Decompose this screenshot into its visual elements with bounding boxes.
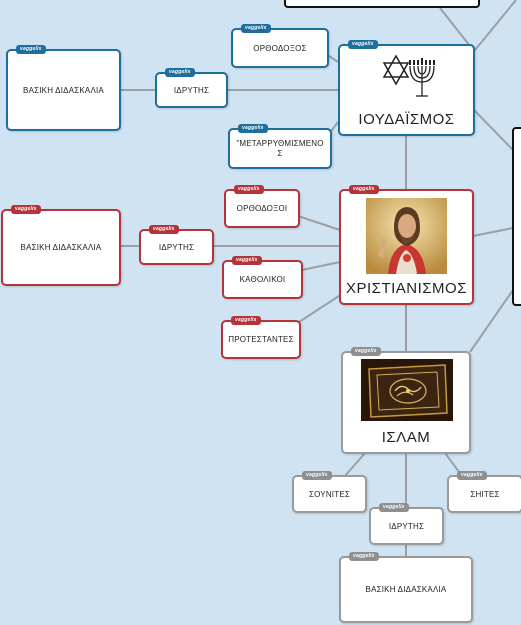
node-label: ΒΑΣΙΚΗ ΔΙΔΑΣΚΑΛΙΑ <box>23 85 104 95</box>
node-label: ΚΑΘΟΛΙΚΟΙ <box>239 275 286 284</box>
author-tag: vaggelis <box>241 24 271 33</box>
node-label: ΟΡΘΟΔΟΞΟΙ <box>236 204 288 213</box>
author-tag: vaggelis <box>232 256 262 265</box>
node-label: ΙΔΡΥΤΗΣ <box>158 242 195 252</box>
link-christianity-catholic <box>301 261 341 271</box>
link-islam-sunni <box>344 452 366 477</box>
author-tag: vaggelis <box>379 503 409 512</box>
node-title: ΙΣΛΑΜ <box>381 429 431 446</box>
author-tag: vaggelis <box>349 185 379 194</box>
christianity-orthodox-node[interactable]: vaggelis ΟΡΘΟΔΟΞΟΙ <box>224 185 300 228</box>
author-tag: vaggelis <box>16 45 46 54</box>
author-tag: vaggelis <box>302 471 332 480</box>
node-label: ΙΔΡΥΤΗΣ <box>388 521 425 531</box>
node-label: ΣΟΥΝΙΤΕΣ <box>308 489 350 499</box>
node-title: ΧΡΙΣΤΙΑΝΙΣΜΟΣ <box>346 280 467 297</box>
node-title: ΙΟΥΔΑΪΣΜΟΣ <box>358 111 455 128</box>
author-tag: vaggelis <box>238 124 268 133</box>
christianity-catholic-node[interactable]: vaggelis ΚΑΘΟΛΙΚΟΙ <box>222 256 303 299</box>
link-central-judaism <box>473 109 514 151</box>
central-topic-box-top[interactable] <box>284 0 480 8</box>
link-top-judaism <box>439 7 471 47</box>
judaism-basic-teaching-node[interactable]: vaggelis ΒΑΣΙΚΗ ΔΙΔΑΣΚΑΛΙΑ <box>6 45 121 131</box>
node-label: ΣΗΙΤΕΣ <box>470 489 500 499</box>
node-label: ΒΑΣΙΚΗ ΔΙΔΑΣΚΑΛΙΑ <box>20 243 102 252</box>
islam-founder-node[interactable]: vaggelis ΙΔΡΥΤΗΣ <box>369 503 444 545</box>
node-label: ΒΑΣΙΚΗ ΔΙΔΑΣΚΑΛΙΑ <box>365 585 447 594</box>
star-of-david-menorah-icon <box>382 54 435 97</box>
judaism-main-node[interactable]: vaggelis ΙΟΥΔΑΪΣΜΟΣ <box>338 40 475 136</box>
christianity-basic-teaching-node[interactable]: vaggelis ΒΑΣΙΚΗ ΔΙΔΑΣΚΑΛΙΑ <box>1 205 121 286</box>
author-tag: vaggelis <box>149 225 179 234</box>
link-christianity-protestant <box>292 291 346 327</box>
node-label: ΙΔΡΥΤΗΣ <box>173 85 210 95</box>
node-label: ΠΡΟΤΕΣΤΑΝΤΕΣ <box>228 335 294 344</box>
link-christianity-orthodox <box>297 215 341 231</box>
judaism-founder-node[interactable]: vaggelis ΙΔΡΥΤΗΣ <box>155 68 228 108</box>
link-central-christianity <box>472 227 514 237</box>
christianity-main-node[interactable]: vaggelis ΧΡΙΣΤΙΑΝΙΣΜΟΣ <box>339 185 474 305</box>
author-tag: vaggelis <box>165 68 195 77</box>
islam-main-node[interactable]: vaggelis ΙΣΛΑΜ <box>341 347 471 454</box>
christianity-protestant-node[interactable]: vaggelis ΠΡΟΤΕΣΤΑΝΤΕΣ <box>221 316 301 359</box>
quran-book-image <box>361 359 453 421</box>
judaism-orthodox-node[interactable]: vaggelis ΟΡΘΟΔΟΞΟΣ <box>231 24 329 68</box>
islam-basic-teaching-node[interactable]: vaggelis ΒΑΣΙΚΗ ΔΙΔΑΣΚΑΛΙΑ <box>339 552 473 623</box>
islam-shia-node[interactable]: vaggelis ΣΗΙΤΕΣ <box>447 471 521 513</box>
judaism-reformed-node[interactable]: vaggelis "ΜΕΤΑΡΡΥΘΜΙΣΜΕΝΟΣ <box>228 124 332 169</box>
node-label: "ΜΕΤΑΡΡΥΘΜΙΣΜΕΝΟΣ <box>236 138 324 158</box>
islam-sunni-node[interactable]: vaggelis ΣΟΥΝΙΤΕΣ <box>292 471 367 513</box>
central-topic-box-right[interactable] <box>512 127 521 306</box>
author-tag: vaggelis <box>11 205 41 214</box>
link-central-islam <box>469 289 514 353</box>
author-tag: vaggelis <box>234 185 264 194</box>
author-tag: vaggelis <box>349 552 379 561</box>
author-tag: vaggelis <box>351 347 381 356</box>
link-top-right <box>474 0 517 51</box>
node-label: ΟΡΘΟΔΟΞΟΣ <box>253 43 307 53</box>
author-tag: vaggelis <box>348 40 378 49</box>
jesus-portrait-image <box>366 198 447 274</box>
author-tag: vaggelis <box>231 316 261 325</box>
author-tag: vaggelis <box>457 471 487 480</box>
christianity-founder-node[interactable]: vaggelis ΙΔΡΥΤΗΣ <box>139 225 214 265</box>
